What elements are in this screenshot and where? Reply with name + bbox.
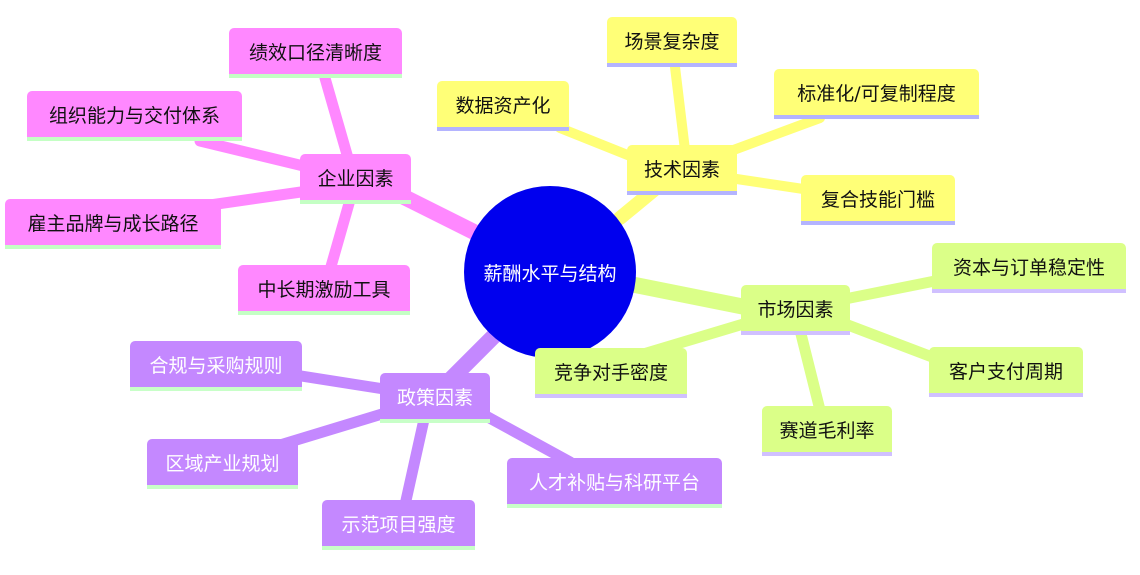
leaf-node[interactable]: 数据资产化 bbox=[437, 81, 569, 131]
link-tech-leaf bbox=[725, 173, 815, 195]
link-enterprise-leaf bbox=[204, 184, 321, 211]
leaf-node[interactable]: 区域产业规划 bbox=[147, 439, 298, 489]
leaf-node[interactable]: 绩效口径清晰度 bbox=[229, 28, 402, 78]
link-policy-leaf bbox=[469, 404, 576, 468]
leaf-node[interactable]: 示范项目强度 bbox=[322, 500, 475, 550]
branch-tech[interactable]: 技术因素 bbox=[627, 145, 737, 195]
link-tech-leaf bbox=[555, 123, 645, 165]
link-enterprise-leaf bbox=[319, 72, 356, 171]
branch-enterprise[interactable]: 企业因素 bbox=[300, 154, 411, 204]
link-tech-leaf bbox=[670, 62, 690, 155]
link-market-leaf bbox=[834, 316, 946, 366]
leaf-node[interactable]: 场景复杂度 bbox=[607, 17, 737, 67]
link-policy-leaf bbox=[289, 369, 396, 396]
link-market-leaf bbox=[834, 274, 946, 306]
leaf-node[interactable]: 客户支付周期 bbox=[929, 347, 1083, 397]
leaf-node[interactable]: 人才补贴与科研平台 bbox=[507, 458, 722, 508]
leaf-node[interactable]: 合规与采购规则 bbox=[130, 341, 302, 391]
link-policy-leaf bbox=[274, 404, 401, 451]
link-policy-leaf bbox=[399, 409, 431, 511]
leaf-node[interactable]: 竞争对手密度 bbox=[535, 348, 687, 398]
link-market-leaf bbox=[794, 324, 826, 416]
leaf-node[interactable]: 组织能力与交付体系 bbox=[27, 91, 242, 141]
leaf-node[interactable]: 标准化/可复制程度 bbox=[774, 69, 979, 119]
branch-market[interactable]: 市场因素 bbox=[741, 285, 850, 335]
leaf-node[interactable]: 资本与订单稳定性 bbox=[932, 243, 1126, 293]
leaf-node[interactable]: 赛道毛利率 bbox=[762, 406, 892, 456]
branch-policy[interactable]: 政策因素 bbox=[380, 373, 490, 423]
leaf-node[interactable]: 复合技能门槛 bbox=[801, 175, 955, 225]
link-enterprise-leaf bbox=[324, 194, 356, 276]
link-center-market bbox=[627, 277, 758, 316]
leaf-node[interactable]: 中长期激励工具 bbox=[238, 265, 410, 315]
central-topic[interactable]: 薪酬水平与结构 bbox=[464, 186, 636, 358]
leaf-node[interactable]: 雇主品牌与成长路径 bbox=[5, 199, 221, 249]
